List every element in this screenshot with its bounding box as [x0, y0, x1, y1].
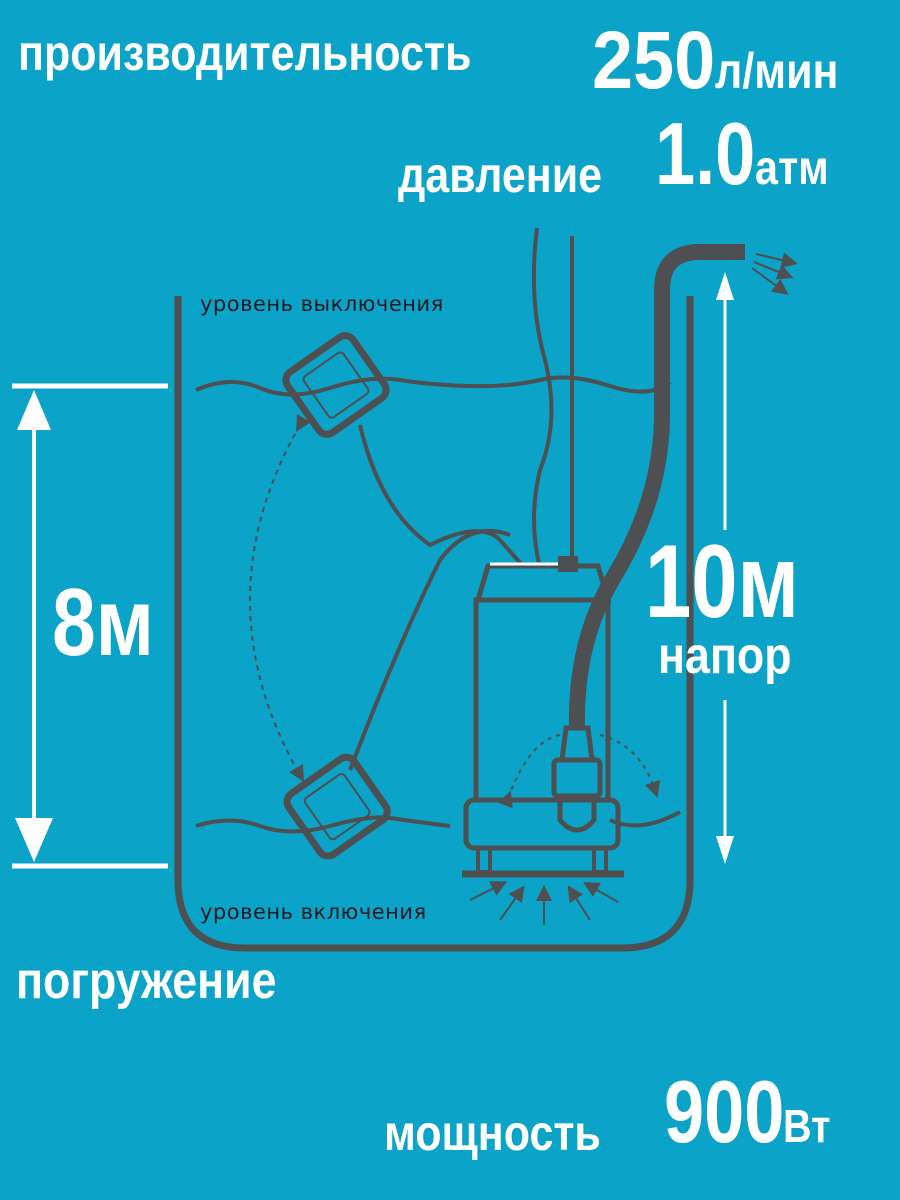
- float-top-cable: [358, 424, 524, 567]
- pressure-label: давление: [398, 147, 603, 203]
- level-on-label: уровень включения: [200, 900, 427, 924]
- discharge-hose: [568, 244, 745, 729]
- power-value-group: 900Вт: [664, 1068, 838, 1156]
- float-bottom: [283, 753, 391, 860]
- float-travel-arc: [249, 414, 311, 782]
- flow-value-group: 250л/мин: [592, 20, 858, 102]
- level-off-label: уровень выключения: [200, 292, 444, 316]
- float-top: [282, 332, 390, 438]
- power-unit: Вт: [782, 1100, 831, 1152]
- pressure-unit: атм: [755, 142, 830, 195]
- flow-spec: производительность: [18, 28, 485, 78]
- pressure-value: 1.0: [655, 104, 756, 203]
- spray-arrows: [751, 252, 798, 295]
- suction-arrows: [469, 881, 619, 925]
- pressure-value-group: 1.0атм: [655, 110, 841, 198]
- immersion-value: 8м: [52, 569, 155, 676]
- head-dimension: [716, 272, 734, 864]
- power-label: мощность: [384, 1105, 601, 1161]
- immersion-dimension: [12, 383, 168, 869]
- power-spec: мощность: [384, 1108, 636, 1158]
- head-label: напор: [658, 627, 792, 685]
- flow-unit: л/мин: [714, 43, 839, 99]
- tank-outline: [174, 296, 694, 952]
- float-bottom-cable: [348, 528, 511, 771]
- water-line-bottom: [195, 815, 451, 834]
- power-cable: [531, 227, 554, 569]
- flow-value: 250: [592, 15, 716, 106]
- immersion-label: погружение: [16, 952, 277, 1010]
- flow-label: производительность: [18, 25, 472, 81]
- head-value: 10м: [645, 524, 800, 640]
- water-line-top: [195, 375, 672, 397]
- power-value: 900: [664, 1062, 785, 1161]
- pressure-spec: давление: [398, 150, 635, 200]
